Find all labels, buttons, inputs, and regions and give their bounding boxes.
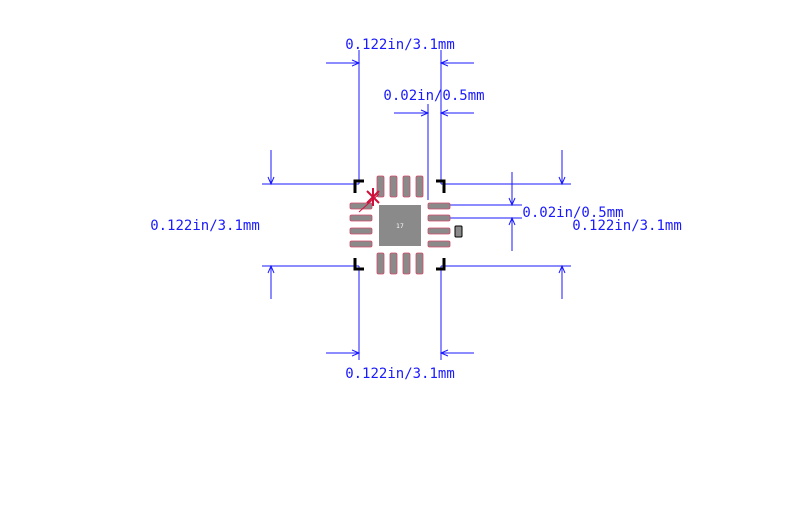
- dimension-pitch-top: 0.02in/0.5mm: [383, 88, 484, 104]
- dimension-pitch-right: 0.02in/0.5mm: [522, 205, 623, 221]
- left-pads: [349, 202, 373, 248]
- dimension-top-width: 0.122in/3.1mm: [345, 37, 455, 53]
- thermal-pad-label: 17: [396, 223, 404, 230]
- right-pads: [427, 202, 451, 248]
- pin1-marker-icon: [358, 188, 380, 213]
- thermal-pad: [379, 205, 421, 246]
- dimension-arrows: [267, 59, 566, 357]
- bottom-pads: [376, 252, 424, 275]
- dimension-right-height: 0.122in/3.1mm: [572, 218, 682, 234]
- package-corner-marks: [353, 179, 446, 271]
- top-pads: [376, 175, 424, 198]
- dimension-left-height: 0.122in/3.1mm: [150, 218, 260, 234]
- marker-pad: [454, 225, 463, 238]
- dimension-bottom-width: 0.122in/3.1mm: [345, 366, 455, 382]
- dimension-lines: [262, 50, 571, 360]
- pads: 17: [349, 175, 463, 275]
